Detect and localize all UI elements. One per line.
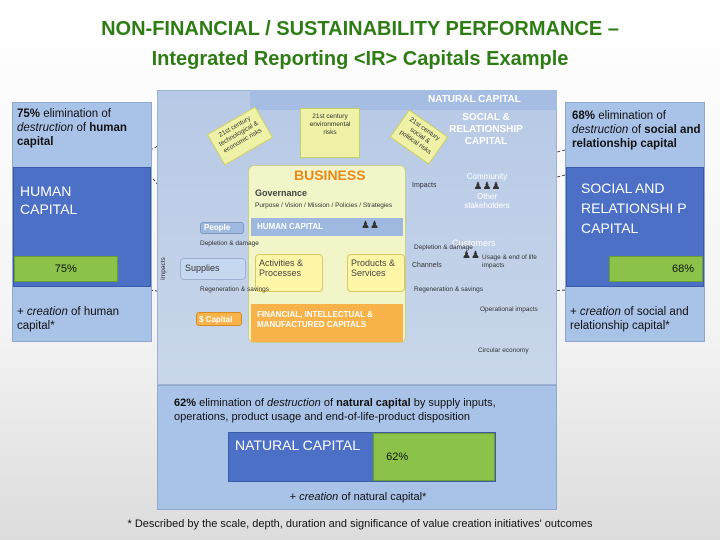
activities-box: Activities & Processes bbox=[255, 254, 323, 292]
natural-progress-value: 62% bbox=[386, 451, 409, 463]
title-line-1: NON-FINANCIAL / SUSTAINABILITY PERFORMAN… bbox=[101, 18, 619, 40]
supplies-node: Supplies bbox=[180, 258, 246, 280]
depletion-right: Depletion & damage bbox=[414, 244, 473, 251]
title-line-2: Integrated Reporting <IR> Capitals Examp… bbox=[151, 48, 569, 70]
depletion-left: Depletion & damage bbox=[200, 240, 259, 247]
impacts-side-label: Impacts bbox=[160, 257, 167, 280]
customers-people-icon: ♟♟ bbox=[462, 250, 480, 261]
purpose-label: Purpose / Vision / Mission / Policies / … bbox=[255, 202, 393, 209]
natural-elimination-text: 62% elimination of destruction of natura… bbox=[174, 397, 496, 423]
natural-capital-box: NATURAL CAPITAL 62% bbox=[228, 432, 496, 482]
human-elimination-text: 75% elimination of destruction of human … bbox=[17, 108, 127, 148]
footnote: * Described by the scale, depth, duratio… bbox=[127, 518, 593, 530]
social-progress-value: 68% bbox=[671, 263, 694, 275]
regeneration-left: Regeneration & savings bbox=[200, 286, 270, 293]
diagram-natural-capital-label: NATURAL CAPITAL bbox=[428, 94, 521, 105]
people-icon: ♟♟ bbox=[361, 220, 379, 231]
usage-label: Usage & end of life impacts bbox=[482, 254, 537, 269]
human-capital-label: HUMAN CAPITAL bbox=[20, 183, 78, 217]
social-capital-box: SOCIAL AND RELATIONSHI P CAPITAL 68% bbox=[566, 167, 704, 287]
natural-capital-band: NATURAL CAPITAL bbox=[250, 90, 557, 110]
financial-label: FINANCIAL, INTELLECTUAL & MANUFACTURED C… bbox=[257, 310, 373, 329]
community-node: Community ♟♟♟ Other stakeholders bbox=[458, 172, 516, 212]
impacts-right-label: Impacts bbox=[412, 182, 437, 189]
regeneration-right: Regeneration & savings bbox=[414, 286, 484, 293]
customers-label: Customers bbox=[452, 238, 496, 248]
human-capital-box: HUMAN CAPITAL 75% bbox=[13, 167, 151, 287]
business-label: BUSINESS bbox=[294, 167, 366, 183]
community-label: Community bbox=[466, 172, 508, 181]
social-progress-bar: 68% bbox=[609, 256, 703, 282]
other-stakeholders-label: Other stakeholders bbox=[464, 192, 510, 210]
scapital-node: $ Capital bbox=[196, 312, 242, 326]
financial-strip: FINANCIAL, INTELLECTUAL & MANUFACTURED C… bbox=[251, 304, 403, 342]
operational-impacts-label: Operational impacts bbox=[480, 306, 538, 313]
natural-progress-bar: 62% bbox=[373, 433, 495, 481]
social-capital-panel: 68% elimination of destruction of social… bbox=[565, 102, 705, 342]
diagram-social-label: SOCIAL & RELATIONSHIP CAPITAL bbox=[449, 112, 523, 147]
people-node: People bbox=[200, 222, 244, 234]
human-capital-strip: HUMAN CAPITAL ♟♟ bbox=[251, 218, 403, 236]
products-box: Products & Services bbox=[347, 254, 405, 292]
human-capital-panel: 75% elimination of destruction of human … bbox=[12, 102, 152, 342]
social-elimination-text: 68% elimination of destruction of social… bbox=[572, 110, 701, 150]
human-creation-text: + creation of human capital* bbox=[17, 306, 119, 332]
human-progress-bar: 75% bbox=[14, 256, 118, 282]
circular-economy-label: Circular economy bbox=[478, 347, 529, 354]
community-people-icon: ♟♟♟ bbox=[473, 181, 501, 192]
natural-creation-text: + creation of natural capital* bbox=[289, 491, 427, 503]
human-progress-value: 75% bbox=[54, 263, 77, 275]
social-capital-label: SOCIAL AND RELATIONSHI P CAPITAL bbox=[581, 180, 687, 236]
governance-label: Governance bbox=[255, 188, 308, 198]
natural-capital-panel: 62% elimination of destruction of natura… bbox=[157, 385, 557, 510]
human-capital-strip-label: HUMAN CAPITAL bbox=[257, 222, 324, 231]
channels-label: Channels bbox=[412, 262, 442, 269]
natural-capital-label: NATURAL CAPITAL bbox=[235, 437, 360, 453]
environmental-risks-box: 21st century environmental risks bbox=[300, 108, 360, 158]
social-creation-text: + creation of social and relationship ca… bbox=[570, 306, 689, 332]
business-box: BUSINESS Governance Purpose / Vision / M… bbox=[248, 165, 406, 343]
environmental-risks-text: 21st century environmental risks bbox=[309, 113, 351, 136]
